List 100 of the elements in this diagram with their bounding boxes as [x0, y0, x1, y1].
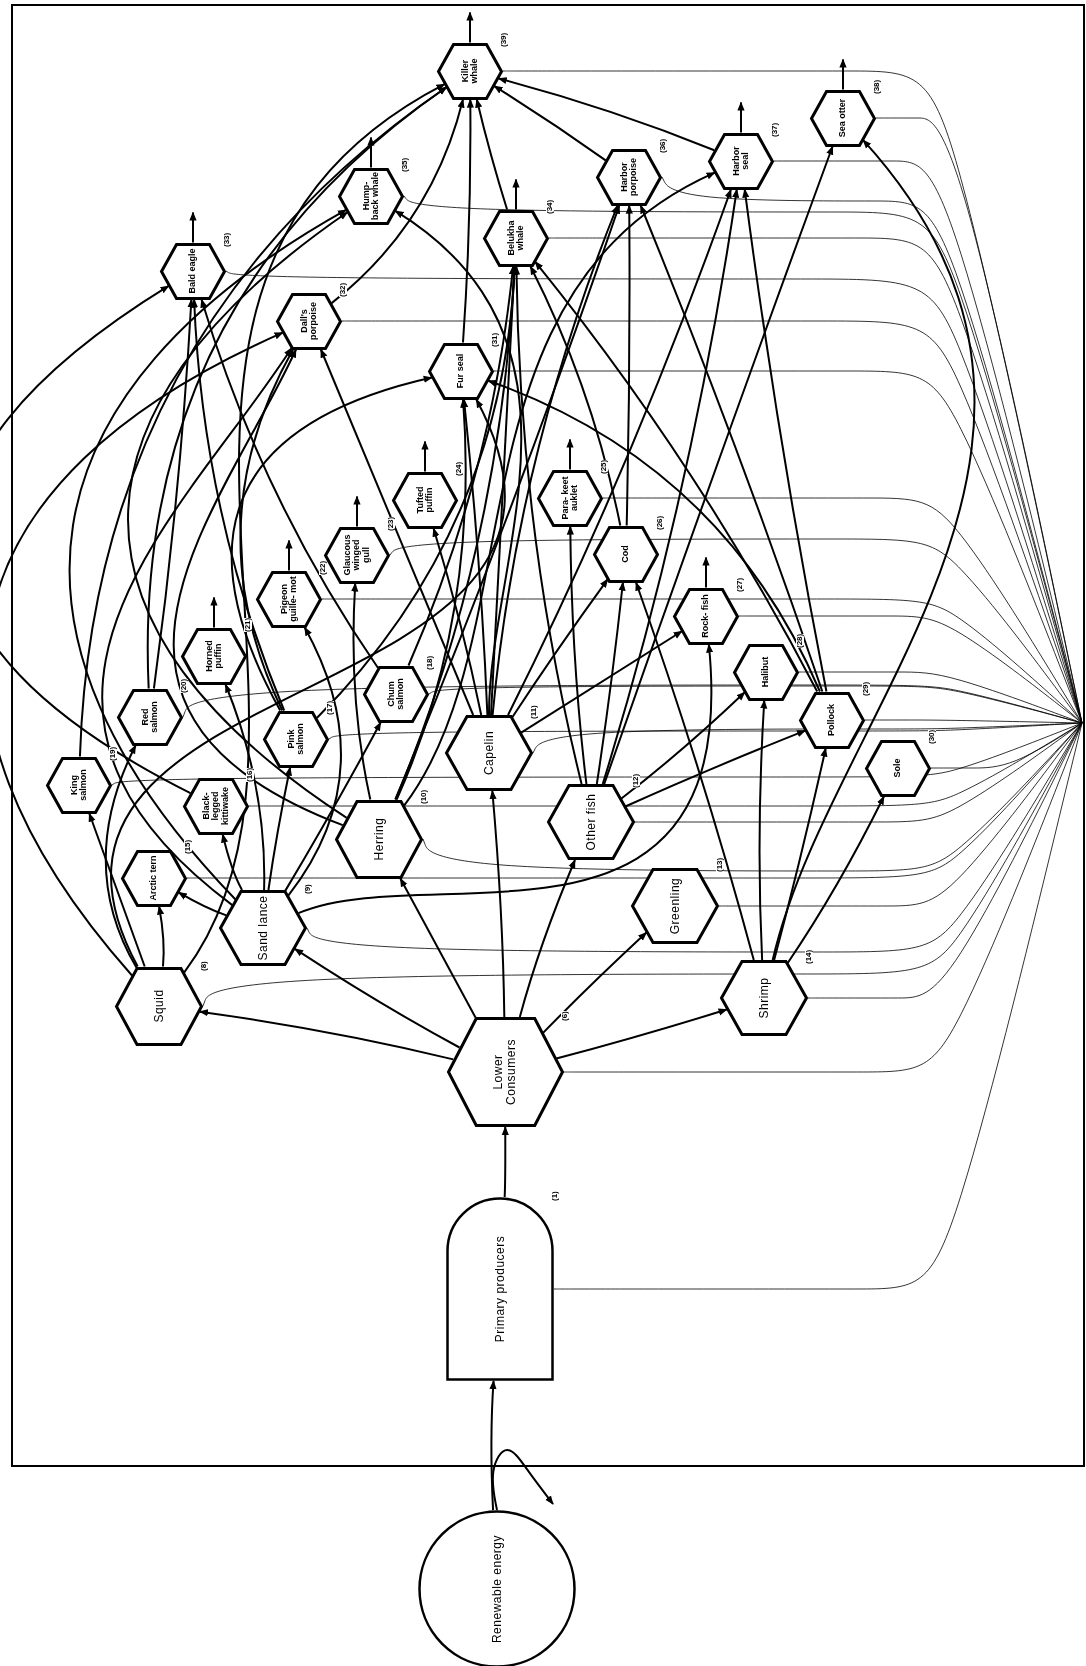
node-label: Sand lance [256, 894, 270, 962]
node-number: (32) [339, 282, 347, 297]
node-number: (1) [551, 1191, 559, 1201]
food-flow-arrow [603, 145, 834, 785]
node-number: (13) [716, 857, 724, 872]
outflow-line [553, 722, 1083, 1290]
hexagon-node [121, 849, 187, 907]
food-flow-arrow [111, 398, 504, 968]
hexagon-node [593, 525, 659, 583]
hexagon-node [428, 342, 494, 400]
node-label: Dall's porpoise [299, 301, 319, 342]
food-flow-arrow [198, 1009, 455, 1061]
node-label: Rock- fish [701, 593, 711, 640]
food-flow-arrow [520, 630, 683, 734]
node-number: (24) [455, 461, 463, 476]
food-flow-arrow [0, 331, 284, 977]
hexagon-node [276, 292, 342, 350]
node-number: (14) [805, 949, 813, 964]
node-number: (30) [928, 729, 936, 744]
export-arrow [566, 438, 574, 471]
hexagon-node [256, 570, 322, 628]
node-label: Fur seal [456, 352, 466, 391]
hexagon-node [338, 167, 404, 225]
food-flow-arrow [566, 525, 588, 785]
node-number: (10) [420, 789, 428, 804]
node-label: Capelin [482, 729, 496, 778]
node-number: (39) [500, 32, 508, 47]
food-flow-arrow [147, 86, 448, 690]
food-flow-arrow [239, 348, 294, 712]
node-label: Bald eagle [188, 247, 198, 296]
node-label: King salmon [69, 768, 89, 803]
hexagon-node [865, 739, 931, 797]
food-flow-arrow [104, 744, 138, 969]
food-flow-arrow [403, 171, 716, 807]
hexagon-node [673, 587, 739, 645]
food-flow-arrow [507, 188, 732, 716]
energy-loss-arrow [491, 1449, 554, 1511]
food-flow-arrow [475, 98, 509, 211]
food-flow-arrow [771, 139, 975, 961]
food-flow-arrow [183, 83, 446, 974]
food-flow-arrow [773, 747, 828, 961]
hexagon-node [537, 469, 603, 527]
node-number: (12) [632, 773, 640, 788]
outflow-line [798, 671, 1083, 724]
hexagon-node [263, 710, 329, 768]
food-flow-arrow [601, 188, 740, 785]
node-label: Renewable energy [490, 1533, 504, 1646]
food-flow-arrow [758, 699, 768, 961]
node-number: (27) [736, 577, 744, 592]
hexagon-node [437, 42, 503, 100]
node-label: Lower Consumers [492, 1038, 518, 1107]
food-flow-arrow [624, 729, 807, 808]
node-label: Harbor porpoise [619, 157, 639, 198]
food-flow-arrow [489, 1380, 497, 1512]
food-flow-arrow [394, 204, 621, 801]
hexagon-node [596, 148, 662, 206]
node-label: Chum salmon [386, 677, 406, 712]
outflow-line [864, 719, 1083, 724]
node-number: (35) [401, 157, 409, 172]
food-flow-arrow [399, 877, 477, 1019]
food-flow-arrow [518, 859, 576, 1018]
food-flow-arrow [635, 581, 755, 961]
export-arrow [210, 596, 218, 629]
node-number: (8) [200, 960, 208, 971]
food-flow-arrow [190, 298, 286, 712]
export-arrow [839, 58, 847, 91]
food-flow-arrow [221, 833, 243, 891]
food-flow-arrow [101, 347, 293, 907]
food-flow-arrow [88, 812, 146, 968]
export-arrow [512, 178, 520, 211]
node-number: (36) [659, 138, 667, 153]
food-flow-arrow [297, 643, 713, 915]
hexagon-node [733, 643, 799, 701]
hexagon-node [183, 777, 249, 835]
hexagon-node [160, 242, 226, 300]
node-number: (21) [244, 617, 252, 632]
hexagon-node [810, 89, 876, 147]
food-flow-arrow [511, 578, 609, 719]
hexagon-node [219, 890, 307, 966]
outflow-line [502, 70, 1083, 724]
node-number: (29) [862, 681, 870, 696]
food-flow-arrow [497, 77, 716, 152]
food-flow-arrow [541, 931, 648, 1035]
food-flow-arrow [555, 1008, 728, 1060]
node-label: Pollock [827, 703, 837, 738]
hexagon-node [708, 132, 774, 190]
food-flow-arrow [786, 795, 885, 964]
outflow-line [738, 615, 1083, 724]
hexagon-node [363, 665, 429, 723]
food-flow-arrow [395, 398, 468, 801]
node-label: Glaucous winged gull [342, 533, 372, 578]
export-arrow [737, 101, 745, 134]
food-flow-arrow [620, 691, 746, 800]
node-number: (23) [387, 516, 395, 531]
node-number: (6) [560, 1011, 569, 1021]
node-label: Horned puffin [204, 639, 224, 674]
food-flow-arrow [462, 98, 474, 344]
node-number: (18) [426, 655, 434, 670]
food-flow-arrow [534, 260, 819, 693]
outflow-line [563, 722, 1083, 1073]
